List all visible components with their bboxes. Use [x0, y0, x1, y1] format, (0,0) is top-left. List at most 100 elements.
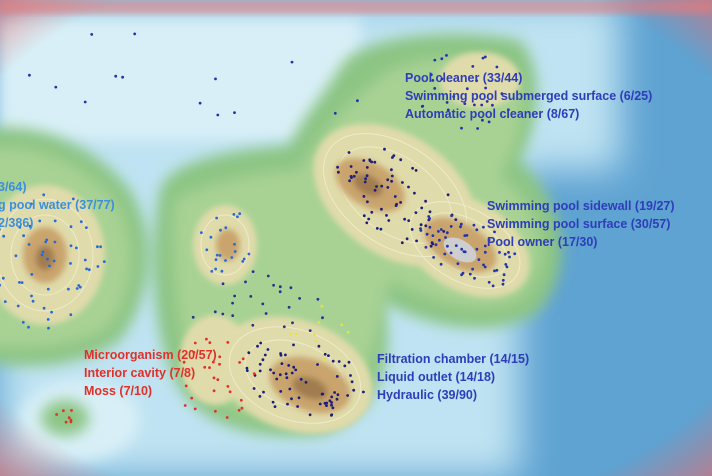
document-point — [266, 348, 270, 351]
document-point — [330, 395, 334, 399]
document-point — [321, 392, 325, 396]
document-point — [298, 297, 301, 300]
document-point — [495, 65, 499, 69]
document-point — [20, 281, 24, 284]
document-point — [482, 225, 485, 229]
document-point — [16, 304, 20, 308]
document-point — [379, 227, 383, 231]
document-point — [233, 111, 236, 114]
document-point — [333, 111, 337, 115]
document-point — [69, 262, 72, 265]
document-point — [440, 57, 444, 61]
document-point — [230, 256, 234, 259]
document-point — [85, 226, 88, 230]
document-point — [258, 369, 262, 373]
document-point — [67, 416, 71, 420]
document-point — [215, 216, 219, 220]
document-point — [279, 352, 282, 355]
document-point — [297, 396, 301, 400]
document-point — [78, 285, 82, 289]
document-point — [473, 103, 476, 107]
document-point — [22, 234, 25, 238]
document-point — [463, 234, 467, 238]
document-point — [30, 294, 33, 298]
document-point — [395, 202, 398, 206]
document-point — [55, 413, 58, 416]
document-point — [233, 242, 236, 246]
document-point — [114, 74, 118, 78]
document-point — [216, 113, 220, 117]
document-point — [87, 268, 91, 272]
document-point — [233, 250, 237, 253]
document-point — [484, 86, 487, 90]
document-point — [133, 32, 137, 36]
document-point — [349, 374, 352, 377]
document-point — [215, 253, 219, 257]
document-point — [183, 404, 187, 407]
document-point — [96, 265, 100, 268]
document-point — [213, 310, 217, 314]
document-point — [224, 226, 228, 230]
document-point — [336, 165, 339, 169]
document-point — [203, 365, 207, 369]
document-point — [79, 220, 83, 224]
document-point — [282, 325, 286, 329]
document-point — [444, 236, 447, 239]
document-point — [368, 158, 372, 162]
document-point — [1, 276, 5, 280]
document-point — [258, 395, 262, 398]
document-point — [449, 225, 453, 228]
document-point — [346, 330, 350, 334]
document-point — [373, 160, 377, 164]
document-point — [231, 314, 235, 317]
document-point — [275, 377, 279, 381]
document-point — [331, 406, 335, 410]
document-point — [392, 154, 396, 158]
document-point — [427, 215, 431, 218]
document-point — [482, 263, 485, 267]
document-point — [501, 282, 505, 286]
document-point — [198, 101, 202, 105]
document-point — [214, 258, 218, 261]
document-point — [237, 408, 241, 412]
document-point — [45, 238, 49, 242]
document-point — [284, 372, 288, 376]
document-point — [501, 278, 505, 282]
label-line: Pool owner (17/30) — [487, 235, 598, 249]
document-point — [347, 151, 351, 154]
document-point — [443, 252, 447, 256]
document-point — [500, 92, 504, 95]
document-point — [471, 267, 474, 271]
document-point — [420, 206, 424, 210]
document-point — [200, 231, 203, 235]
document-point — [343, 364, 347, 368]
document-point — [366, 200, 369, 204]
document-point — [431, 242, 435, 246]
document-point — [442, 230, 446, 233]
document-point — [480, 103, 484, 107]
document-point — [308, 413, 312, 417]
document-point — [258, 362, 262, 366]
document-point — [71, 197, 75, 201]
document-point — [18, 225, 22, 229]
document-point — [69, 313, 73, 317]
document-point — [289, 332, 293, 336]
document-point — [399, 201, 402, 204]
document-point — [364, 177, 367, 181]
document-point — [224, 259, 227, 262]
document-point — [50, 310, 53, 314]
document-point — [290, 371, 294, 375]
document-point — [184, 384, 188, 388]
document-point — [30, 273, 34, 276]
cluster-label-bottom-left: Microorganism (20/57) Interior cavity (7… — [84, 346, 217, 400]
document-point — [278, 285, 282, 289]
document-point — [487, 238, 491, 242]
document-point — [446, 244, 449, 248]
document-point — [387, 219, 391, 222]
document-point — [429, 73, 433, 77]
document-point — [481, 56, 485, 60]
document-point — [292, 365, 296, 369]
document-point — [287, 364, 291, 367]
document-point — [42, 306, 46, 310]
